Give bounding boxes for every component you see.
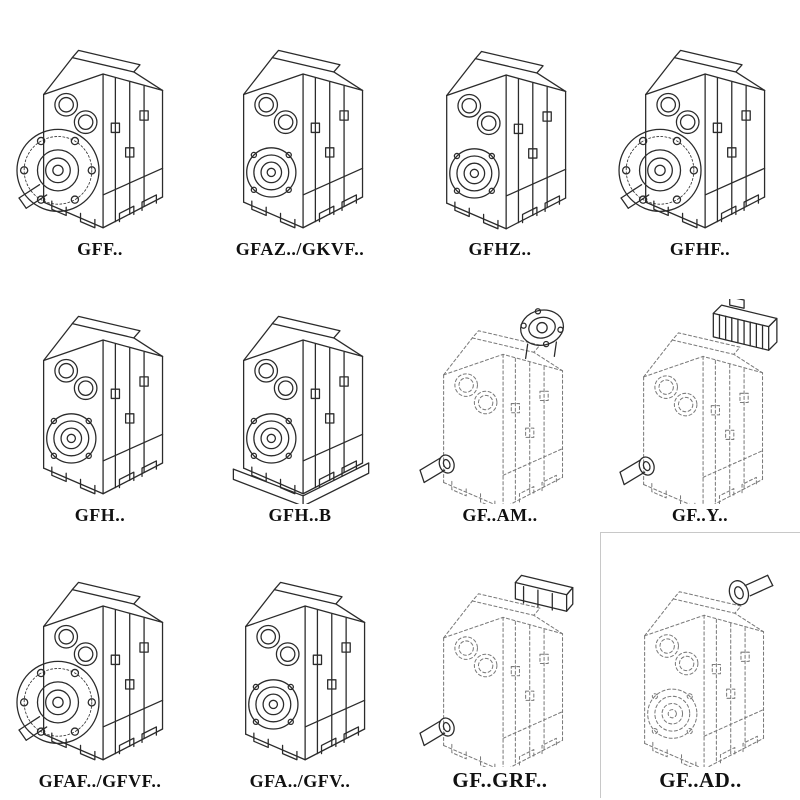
- model-label: GFH..B: [268, 505, 332, 526]
- catalog-cell-gff: GFF..: [0, 0, 200, 266]
- model-label: GFF..: [77, 239, 123, 260]
- gearbox-hollow-shaft-drawing: [446, 51, 567, 230]
- gearbox-phantom-cover-drawing: [419, 574, 574, 767]
- model-label: GFAF../GFVF..: [38, 771, 162, 792]
- gearbox-hollow-shaft-drawing: [245, 581, 366, 761]
- gearbox-phantom-input-flange-drawing: [419, 305, 568, 505]
- gearbox-output-flange-drawing: [16, 49, 164, 229]
- model-label: GFHF..: [669, 239, 731, 260]
- model-label: GFHZ..: [468, 239, 532, 260]
- catalog-cell-gfhz: GFHZ..: [400, 0, 600, 266]
- model-label: GF..GRF..: [452, 767, 548, 792]
- catalog-cell-gfh: GFH..: [0, 266, 200, 532]
- catalog-cell-gfaf-gfvf: GFAF../GFVF..: [0, 532, 200, 798]
- model-label: GFAZ../GKVF..: [235, 239, 365, 260]
- gearbox-hollow-shaft-base-drawing: [232, 315, 370, 505]
- catalog-cell-gfaz-gkvf: GFAZ../GKVF..: [200, 0, 400, 266]
- model-label: GF..AM..: [462, 505, 538, 526]
- gearbox-hollow-shaft-drawing: [42, 315, 164, 495]
- catalog-cell-gfh-b: GFH..B: [200, 266, 400, 532]
- gearbox-hollow-shaft-drawing: [242, 49, 364, 229]
- model-label: GFA../GFV..: [249, 771, 351, 792]
- catalog-cell-gfhf: GFHF..: [600, 0, 800, 266]
- catalog-cell-gfa-gfv: GFA../GFV..: [200, 532, 400, 798]
- gearbox-phantom-input-shaft-drawing: [643, 574, 773, 767]
- model-label: GFH..: [74, 505, 126, 526]
- catalog-cell-gf-grf: GF..GRF..: [400, 532, 600, 798]
- catalog-cell-gf-am: GF..AM..: [400, 266, 600, 532]
- catalog-cell-gf-ad: GF..AD..: [600, 532, 800, 798]
- gearbox-output-flange-drawing: [16, 581, 164, 761]
- catalog-cell-gf-y: GF..Y..: [600, 266, 800, 532]
- model-label: GF..AD..: [659, 767, 742, 792]
- gearbox-output-flange-drawing: [618, 49, 766, 229]
- gearbox-phantom-motor-drawing: [619, 299, 778, 505]
- model-label: GF..Y..: [671, 505, 729, 526]
